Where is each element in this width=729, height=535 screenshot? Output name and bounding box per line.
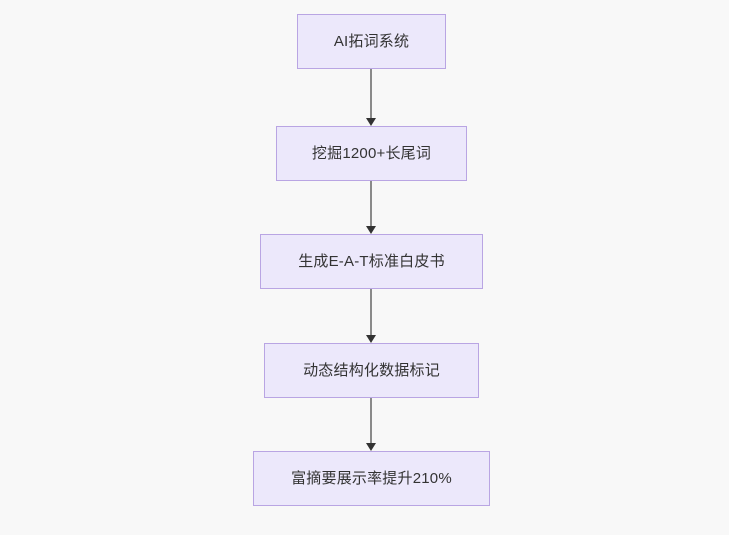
arrow-down-icon [366, 443, 376, 451]
flow-edge-4-5 [363, 398, 379, 451]
flow-node-ai-keyword-system[interactable]: AI拓词系统 [297, 14, 446, 69]
flow-node-label: 生成E-A-T标准白皮书 [298, 253, 445, 270]
flow-edge-line [370, 398, 372, 444]
flow-node-label: AI拓词系统 [333, 33, 410, 50]
flow-node-label: 挖掘1200+长尾词 [311, 145, 432, 162]
flow-edge-line [370, 181, 372, 227]
flow-node-dynamic-structured-data-markup[interactable]: 动态结构化数据标记 [264, 343, 479, 398]
flow-node-mine-longtail-keywords[interactable]: 挖掘1200+长尾词 [276, 126, 467, 181]
flow-edge-3-4 [363, 289, 379, 343]
flow-node-label: 富摘要展示率提升210% [291, 470, 452, 487]
arrow-down-icon [366, 226, 376, 234]
flow-node-rich-snippet-impression-lift[interactable]: 富摘要展示率提升210% [253, 451, 490, 506]
flow-node-generate-eat-whitepaper[interactable]: 生成E-A-T标准白皮书 [260, 234, 483, 289]
arrow-down-icon [366, 335, 376, 343]
flow-edge-line [370, 289, 372, 336]
arrow-down-icon [366, 118, 376, 126]
flow-edge-1-2 [363, 69, 379, 126]
flow-edge-2-3 [363, 181, 379, 234]
flow-edge-line [370, 69, 372, 119]
flow-node-label: 动态结构化数据标记 [303, 362, 440, 379]
